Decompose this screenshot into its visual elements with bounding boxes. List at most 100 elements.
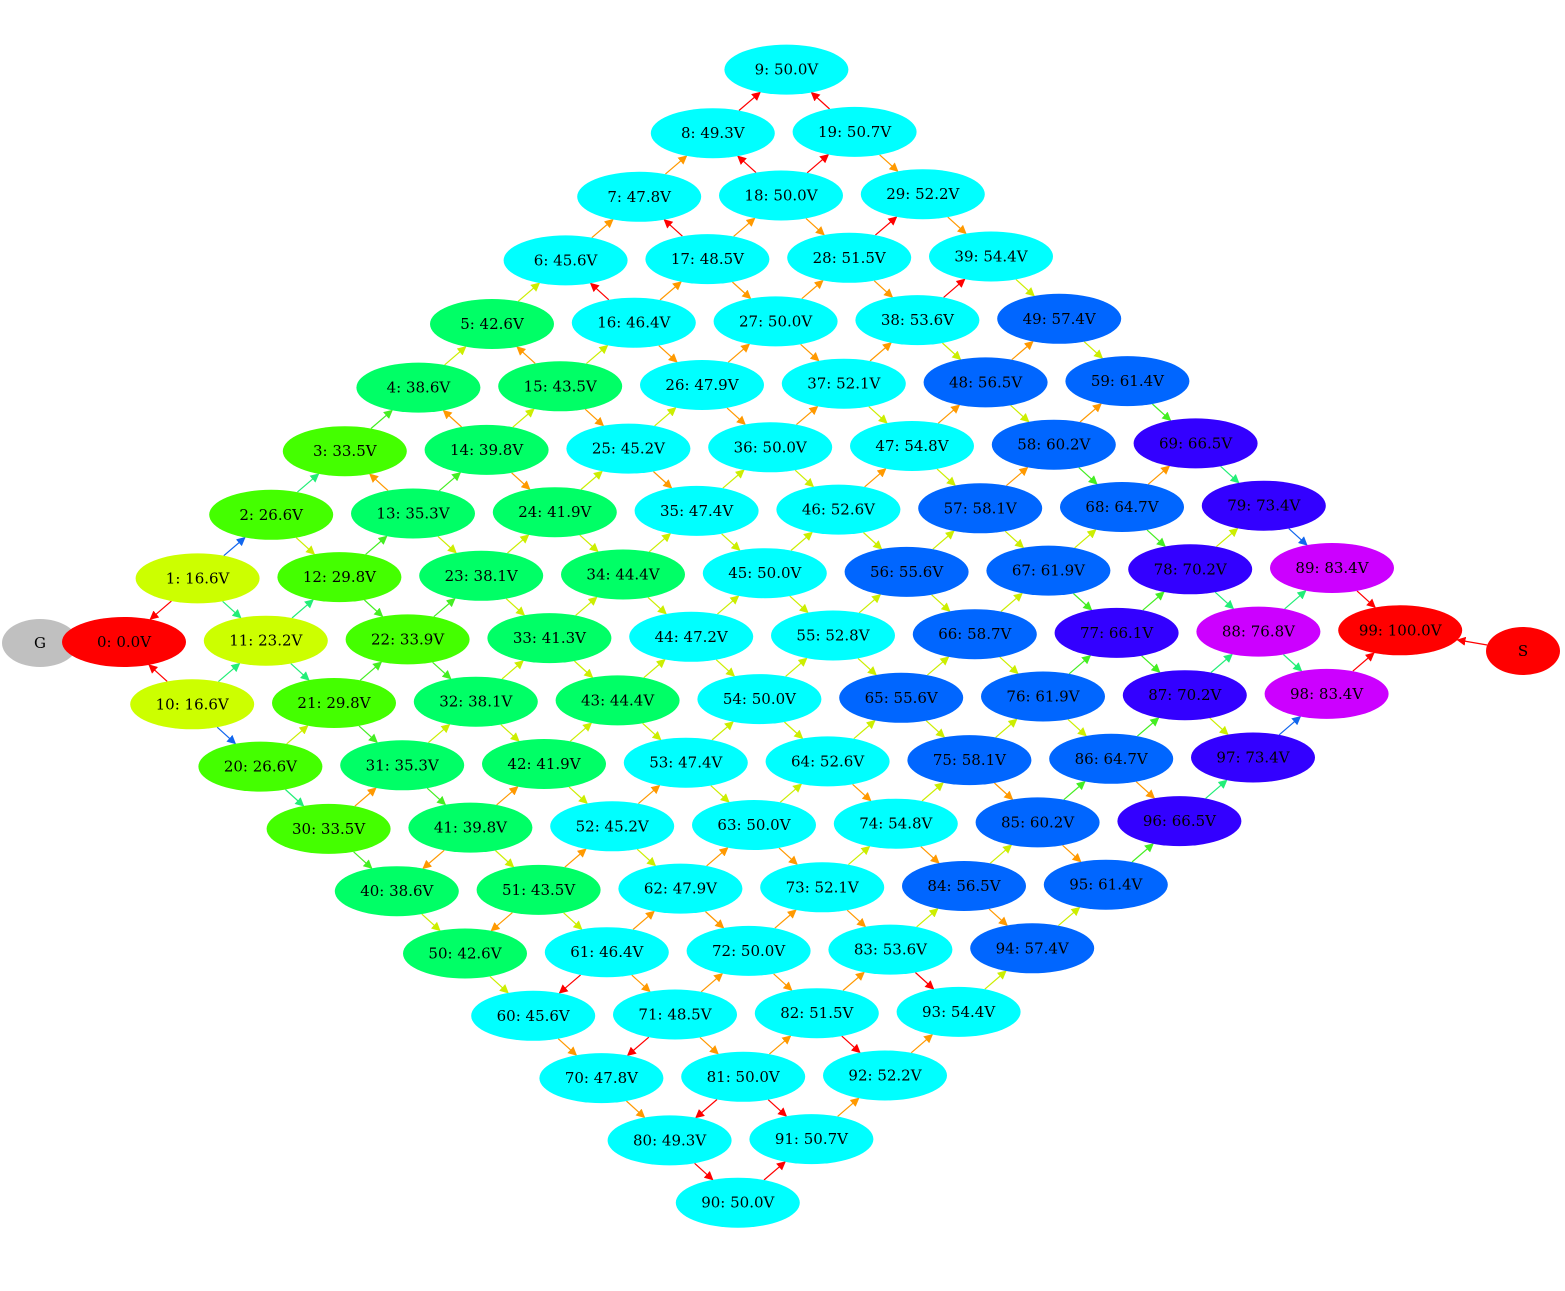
node-label: 55: 52.8V (796, 627, 870, 645)
edge-26-to-36 (726, 407, 746, 426)
edge-16-to-6 (589, 282, 610, 301)
node-shape (1054, 607, 1179, 658)
node-label: 87: 70.2V (1148, 686, 1222, 704)
node-label: 23: 38.1V (445, 567, 519, 585)
node-shape (571, 297, 696, 348)
node-shape (419, 550, 544, 601)
node-32: 32: 38.1V (413, 676, 538, 727)
node-shape (1128, 544, 1253, 595)
edge-17-to-27 (731, 281, 752, 300)
node-82: 82: 51.5V (754, 988, 879, 1039)
node-label: 18: 50.0V (744, 187, 818, 205)
node-21: 21: 29.8V (272, 678, 396, 728)
edge-34-to-44 (647, 596, 667, 615)
edge-16-to-26 (658, 345, 678, 363)
node-shape (203, 615, 328, 666)
edge-10-to-0 (148, 664, 168, 682)
edge-15-to-25 (584, 408, 605, 427)
node-label: 2: 26.6V (239, 506, 304, 524)
node-label: 34: 44.4V (586, 566, 660, 584)
edge-10-to-11 (218, 662, 241, 683)
node-label: 94: 57.4V (996, 939, 1070, 957)
node-label: 46: 52.6V (802, 501, 876, 519)
node-29: 29: 52.2V (860, 169, 985, 220)
edge-72-to-82 (773, 973, 793, 991)
node-60: 60: 45.6V (471, 990, 596, 1041)
node-3: 3: 33.5V (282, 426, 407, 477)
edge-21-to-31 (358, 725, 378, 744)
node-shape (272, 678, 396, 728)
edge-53-to-54 (711, 721, 734, 741)
edge-28-to-29 (875, 216, 898, 236)
node-67: 67: 61.9V (986, 545, 1111, 596)
node-label: 88: 76.8V (1222, 623, 1296, 641)
edge-84-to-85 (989, 844, 1013, 864)
edge-91-to-92 (837, 1097, 860, 1117)
node-label: 40: 38.6V (360, 882, 434, 900)
node-shape (130, 679, 255, 730)
edge-61-to-60 (558, 974, 581, 994)
node-label: 38: 53.6V (881, 311, 955, 329)
edge-20-to-30 (284, 789, 305, 807)
node-shape (844, 546, 969, 597)
node-18: 18: 50.0V (719, 170, 843, 221)
node-shape (912, 609, 1037, 660)
edge-36-to-37 (796, 405, 819, 426)
edge-37-to-38 (869, 342, 892, 362)
node-6: 6: 45.6V (503, 235, 628, 286)
node-shape (430, 299, 554, 349)
node-label: 9: 50.0V (755, 61, 820, 79)
edge-S-to-99 (1456, 636, 1488, 646)
edge-41-to-40 (422, 849, 445, 870)
node-shape (781, 358, 906, 409)
node-24: 24: 41.9V (492, 487, 617, 538)
edge-4-to-5 (444, 346, 467, 366)
node-shape (1196, 606, 1321, 657)
node-64: 64: 52.6V (765, 736, 890, 787)
edge-68-to-69 (1147, 465, 1171, 485)
node-57: 57: 58.1V (918, 483, 1043, 534)
edge-64-to-74 (852, 783, 872, 802)
edge-81-to-91 (767, 1099, 788, 1117)
node-78: 78: 70.2V (1128, 544, 1253, 595)
node-shape (991, 419, 1116, 470)
node-37: 37: 52.1V (781, 358, 906, 409)
node-label: 67: 61.9V (1012, 562, 1086, 580)
node-shape (487, 613, 612, 664)
edge-58-to-68 (1078, 467, 1098, 485)
edge-20-to-21 (286, 725, 309, 745)
node-shape (1486, 627, 1560, 675)
node-shape (1065, 356, 1190, 407)
node-label: 33: 41.3V (513, 629, 587, 647)
edge-30-to-40 (353, 851, 373, 869)
edge-73-to-74 (848, 845, 871, 866)
node-label: 43: 44.4V (581, 691, 655, 709)
edge-41-to-42 (496, 786, 519, 806)
edge-12-to-22 (363, 599, 384, 618)
node-17: 17: 48.5V (645, 234, 770, 285)
node-shape (986, 545, 1111, 596)
edge-19-to-29 (879, 154, 899, 172)
node-5: 5: 42.6V (430, 299, 554, 349)
node-88: 88: 76.8V (1196, 606, 1321, 657)
edge-61-to-62 (632, 910, 655, 930)
edge-52-to-53 (638, 784, 661, 805)
node-shape (561, 549, 685, 600)
node-66: 66: 58.7V (912, 609, 1037, 660)
edge-85-to-95 (1062, 844, 1082, 863)
node-shape (498, 361, 623, 412)
node-label: 82: 51.5V (780, 1004, 854, 1022)
edge-1-to-0 (149, 600, 172, 620)
node-label: 19: 50.7V (818, 123, 892, 141)
edge-35-to-36 (722, 469, 745, 489)
node-label: 11: 23.2V (229, 632, 303, 650)
node-shape (340, 740, 465, 791)
edge-25-to-26 (654, 407, 677, 427)
node-label: 16: 46.4V (597, 314, 671, 332)
node-shape (351, 488, 475, 539)
node-shape (1049, 733, 1174, 784)
node-label: 86: 64.7V (1075, 750, 1149, 768)
node-label: 97: 73.4V (1216, 749, 1290, 767)
edge-52-to-62 (636, 848, 657, 867)
edge-43-to-53 (642, 722, 662, 741)
